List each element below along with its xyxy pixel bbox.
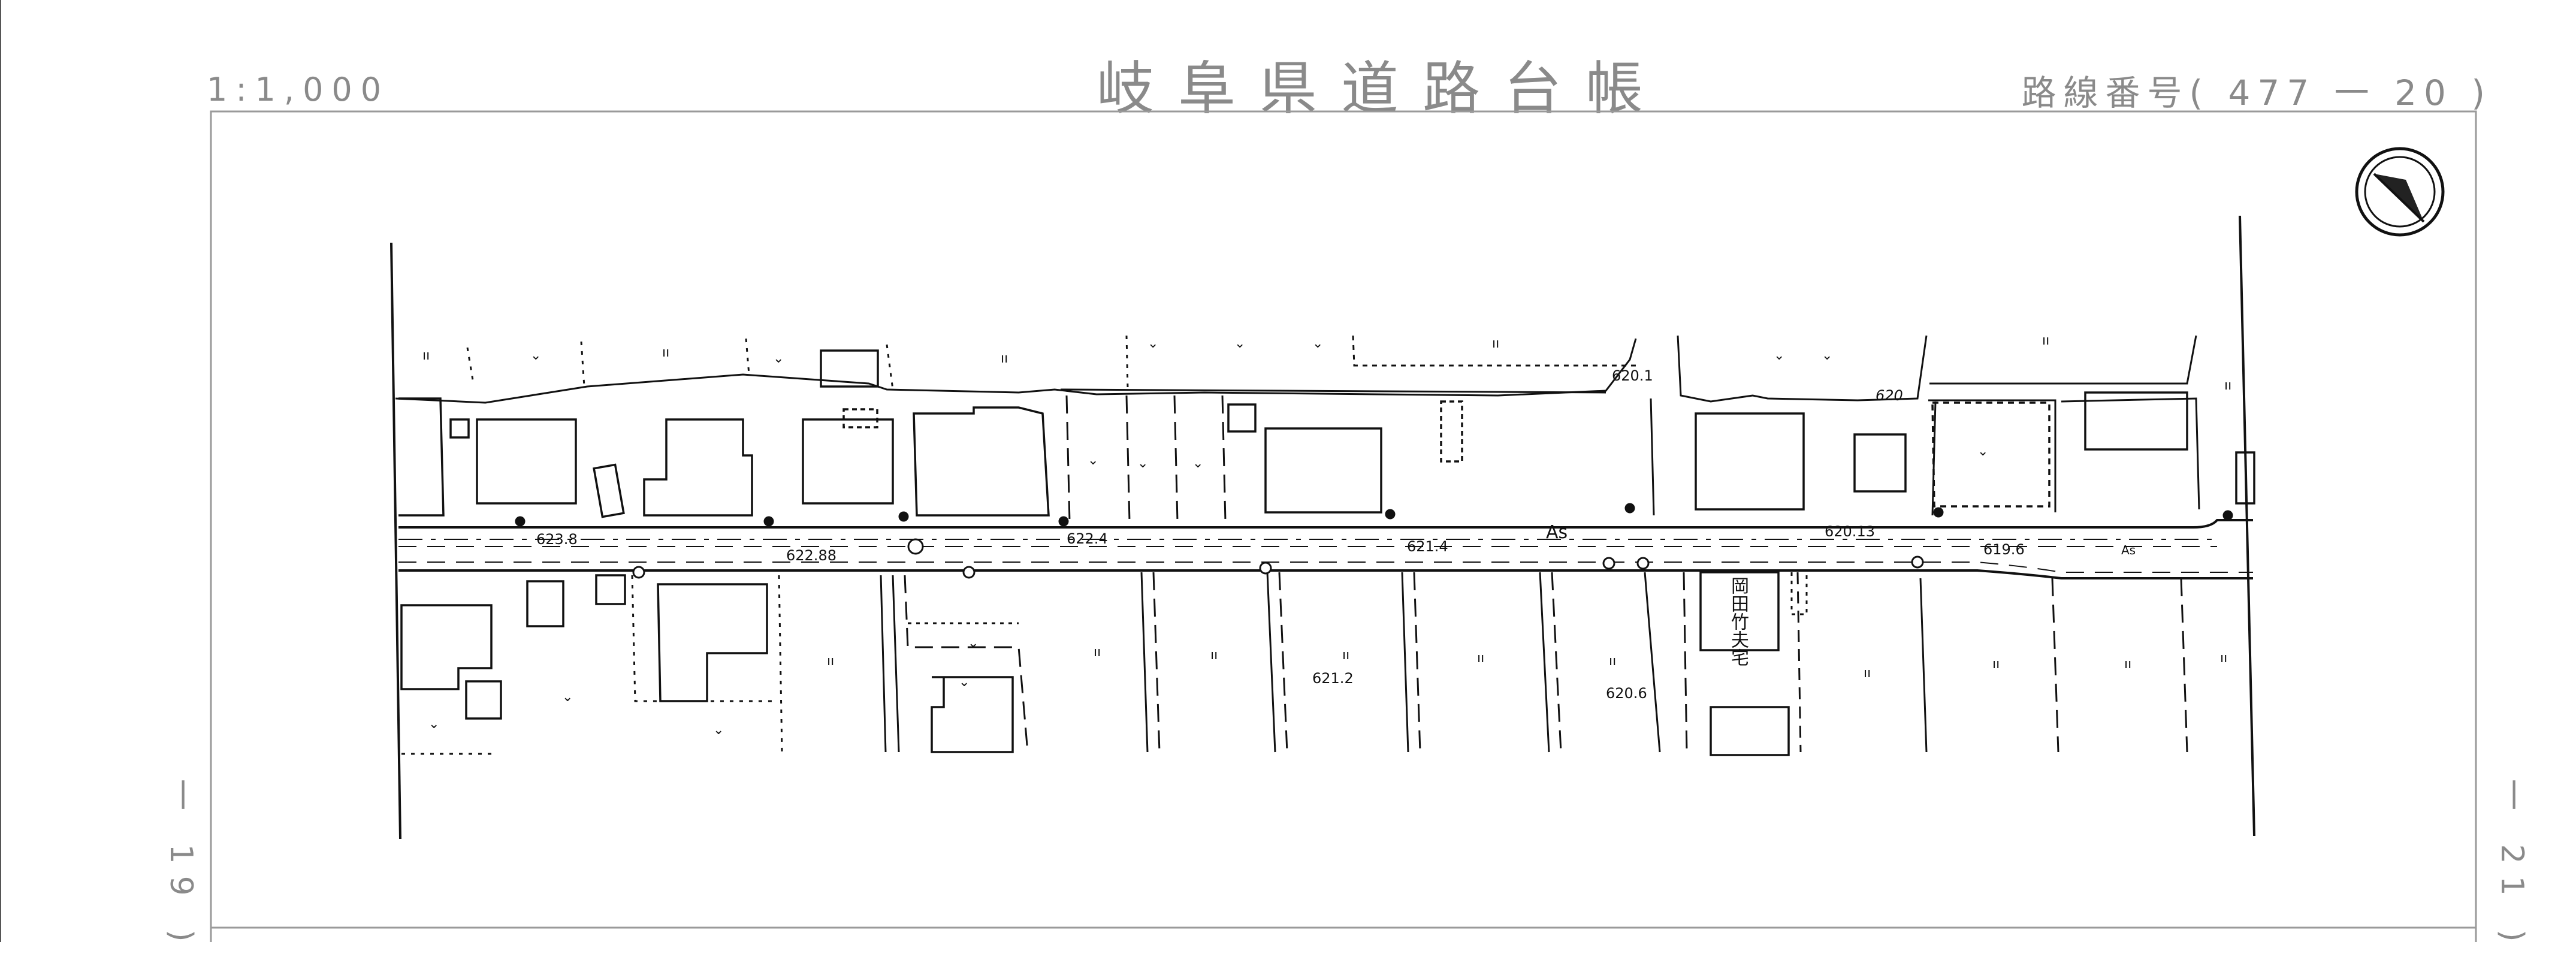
svg-text:⌄: ⌄ — [713, 723, 724, 738]
svg-text:ıı: ıı — [1094, 645, 1101, 660]
svg-text:ıı: ıı — [422, 348, 430, 363]
south-parcels — [401, 572, 2188, 755]
svg-text:ıı: ıı — [2042, 333, 2049, 348]
elevation-label: 622.88 — [786, 547, 836, 564]
elevation-label: 620 — [1876, 387, 1903, 404]
elevation-label: 620.1 — [1612, 367, 1653, 384]
elevation-label: 620.6 — [1606, 685, 1647, 702]
map-scale: 1:1,000 — [207, 71, 390, 108]
land-use-symbols: ıı ıı ıı ıı ıı ıı ıı ıı ıı ıı ıı ıı ıı ıı ıı ıı ⌄ ⌄… — [422, 333, 2231, 738]
svg-text:ıı: ıı — [1492, 336, 1499, 351]
map-frame — [210, 110, 2477, 942]
elevation-label: 623.8 — [536, 531, 578, 548]
surface-label: As — [2121, 543, 2136, 557]
svg-text:ıı: ıı — [827, 654, 834, 669]
svg-text:ıı: ıı — [2224, 378, 2231, 393]
svg-text:ıı: ıı — [1477, 651, 1484, 666]
route-number: 477 一 20 — [2228, 73, 2453, 113]
elevation-label: 621.4 — [1407, 538, 1448, 555]
svg-text:ıı: ıı — [662, 345, 669, 360]
elevation-labels: 620.1 620 623.8 622.4 621.4 620.13 622.8… — [536, 367, 2136, 702]
svg-text:ıı: ıı — [1609, 654, 1616, 669]
svg-text:⌄: ⌄ — [1312, 336, 1323, 351]
svg-text:⌄: ⌄ — [1192, 456, 1203, 471]
svg-text:ıı: ıı — [1001, 351, 1008, 366]
svg-text:ıı: ıı — [2124, 657, 2131, 672]
svg-text:⌄: ⌄ — [1234, 336, 1245, 351]
elevation-label: 620.13 — [1825, 523, 1875, 540]
svg-text:⌄: ⌄ — [1147, 336, 1158, 351]
building-name-box: 岡田竹夫宅 — [1728, 576, 1748, 666]
svg-text:⌄: ⌄ — [968, 636, 979, 651]
svg-text:ıı: ıı — [2220, 651, 2227, 666]
north-parcels — [395, 335, 2200, 522]
svg-text:⌄: ⌄ — [428, 717, 439, 732]
svg-text:ıı: ıı — [1992, 657, 2000, 672]
svg-text:⌄: ⌄ — [1088, 453, 1098, 468]
elevation-label: 622.4 — [1067, 530, 1108, 547]
building-name: 岡田竹夫宅 — [1728, 576, 1748, 666]
svg-text:ıı: ıı — [1210, 648, 1218, 663]
surface-label: As — [1546, 522, 1568, 543]
svg-text:⌄: ⌄ — [1977, 444, 1988, 459]
map-boundary-left — [390, 242, 401, 840]
map-boundary-right — [2239, 215, 2255, 837]
svg-text:⌄: ⌄ — [773, 351, 784, 366]
route-paren-close: ) — [2453, 73, 2492, 113]
svg-text:⌄: ⌄ — [959, 675, 970, 690]
svg-text:⌄: ⌄ — [1774, 348, 1784, 363]
svg-text:ıı: ıı — [1864, 666, 1871, 681]
route-label: 路線番号 — [2021, 73, 2190, 113]
svg-text:⌄: ⌄ — [1137, 456, 1148, 471]
svg-text:⌄: ⌄ — [562, 690, 573, 705]
svg-text:⌄: ⌄ — [1822, 348, 1832, 363]
south-buildings — [400, 571, 1790, 756]
elevation-label: 619.6 — [1983, 541, 2025, 558]
svg-text:ıı: ıı — [1342, 648, 1349, 663]
road — [398, 519, 2253, 579]
svg-text:⌄: ⌄ — [530, 348, 541, 363]
north-arrow-icon — [2355, 147, 2445, 237]
north-buildings — [398, 349, 2255, 518]
route-paren-open: ( — [2189, 73, 2228, 113]
utility-markers — [515, 503, 2233, 579]
elevation-label: 621.2 — [1312, 670, 1354, 687]
route-number-label: 路線番号( 477 一 20 ) — [2021, 65, 2492, 115]
